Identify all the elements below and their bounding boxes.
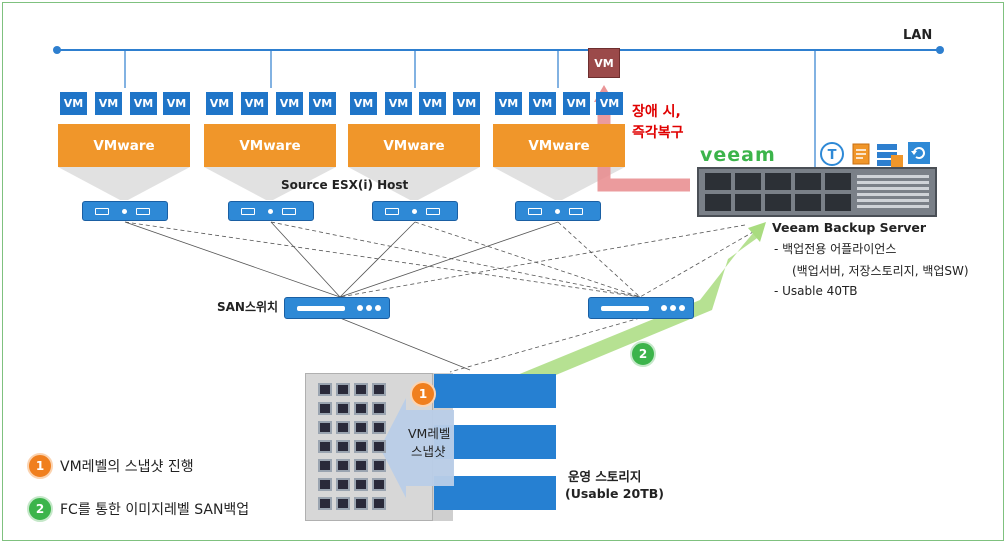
vm-box: VM bbox=[596, 92, 623, 115]
legend-badge-1: 1 bbox=[27, 453, 53, 479]
snapshot-label-line1: VM레벨 bbox=[408, 426, 451, 441]
storage-volume bbox=[434, 374, 556, 408]
vmware-hypervisor: VMware bbox=[204, 124, 336, 167]
vm-box: VM bbox=[163, 92, 190, 115]
disk-drive bbox=[318, 383, 332, 396]
vm-box: VM bbox=[95, 92, 122, 115]
disk-drive bbox=[354, 402, 368, 415]
vm-box: VM bbox=[60, 92, 87, 115]
storage-capacity: (Usable 20TB) bbox=[565, 486, 664, 501]
failover-label-line2: 즉각복구 bbox=[632, 125, 684, 141]
vm-box: VM bbox=[309, 92, 336, 115]
disk-drive bbox=[354, 478, 368, 491]
disk-drive bbox=[372, 421, 386, 434]
vmware-hypervisor: VMware bbox=[58, 124, 190, 167]
disk-drive bbox=[372, 383, 386, 396]
storage-title: 운영 스토리지 bbox=[568, 469, 642, 484]
recovered-vm: VM bbox=[588, 48, 620, 78]
vm-box: VM bbox=[130, 92, 157, 115]
vm-box: VM bbox=[563, 92, 590, 115]
esx-host-server bbox=[228, 201, 314, 221]
step-badge-2: 2 bbox=[630, 341, 656, 367]
disk-drive bbox=[336, 478, 350, 491]
lan-label: LAN bbox=[903, 28, 933, 43]
vm-box: VM bbox=[276, 92, 303, 115]
document-icon bbox=[852, 143, 870, 165]
user-admin-icon: T bbox=[820, 142, 844, 166]
disk-drive bbox=[372, 497, 386, 510]
disk-drive bbox=[318, 478, 332, 491]
lan-end-right bbox=[936, 46, 944, 54]
legend-badge-2: 2 bbox=[27, 496, 53, 522]
disk-drive bbox=[336, 459, 350, 472]
esx-host-server bbox=[82, 201, 168, 221]
vm-box: VM bbox=[241, 92, 268, 115]
vmware-hypervisor: VMware bbox=[348, 124, 480, 167]
disk-drive bbox=[318, 497, 332, 510]
disk-drive bbox=[336, 383, 350, 396]
disk-drive bbox=[354, 383, 368, 396]
storage-stack-icon bbox=[877, 144, 903, 167]
disk-drive bbox=[318, 421, 332, 434]
esx-host-server bbox=[515, 201, 601, 221]
disk-drive bbox=[318, 440, 332, 453]
backup-server-bullet: - 백업전용 어플라이언스 bbox=[774, 242, 897, 256]
storage-volume bbox=[434, 425, 556, 459]
storage-volume bbox=[434, 476, 556, 510]
disk-drive bbox=[354, 459, 368, 472]
failover-label-line1: 장애 시, bbox=[632, 104, 681, 120]
vm-box: VM bbox=[350, 92, 377, 115]
legend-text-1: VM레벨의 스냅샷 진행 bbox=[60, 459, 194, 475]
disk-drive bbox=[318, 459, 332, 472]
disk-drive bbox=[336, 421, 350, 434]
disk-drive bbox=[318, 402, 332, 415]
disk-drive bbox=[336, 440, 350, 453]
veeam-logo: veeam bbox=[700, 144, 776, 166]
vm-box: VM bbox=[453, 92, 480, 115]
legend-text-2: FC를 통한 이미지레벨 SAN백업 bbox=[60, 502, 250, 518]
vm-box: VM bbox=[529, 92, 556, 115]
vmware-hypervisor: VMware bbox=[493, 124, 625, 167]
backup-server-title: Veeam Backup Server bbox=[772, 220, 927, 235]
disk-drive bbox=[372, 478, 386, 491]
san-switch-left bbox=[284, 297, 390, 319]
disk-drive bbox=[336, 402, 350, 415]
disk-drive bbox=[336, 497, 350, 510]
disk-drive bbox=[372, 459, 386, 472]
san-switch-label: SAN스위치 bbox=[217, 300, 279, 314]
lan-end-left bbox=[53, 46, 61, 54]
esx-host-server bbox=[372, 201, 458, 221]
disk-drive bbox=[354, 421, 368, 434]
disk-drive bbox=[372, 440, 386, 453]
vm-box: VM bbox=[206, 92, 233, 115]
snapshot-label-line2: 스냅샷 bbox=[411, 444, 446, 459]
disk-drive bbox=[354, 440, 368, 453]
san-switch-right bbox=[588, 297, 694, 319]
disk-drive bbox=[354, 497, 368, 510]
snapshot-arrow bbox=[380, 398, 454, 498]
vm-box: VM bbox=[419, 92, 446, 115]
backup-server-bullet: - Usable 40TB bbox=[774, 284, 858, 298]
vm-box: VM bbox=[385, 92, 412, 115]
refresh-icon bbox=[908, 142, 930, 164]
step-badge-1: 1 bbox=[410, 381, 436, 407]
svg-text:T: T bbox=[828, 148, 837, 163]
backup-server-bullet: (백업서버, 저장스토리지, 백업SW) bbox=[792, 264, 969, 278]
backup-server-rack bbox=[697, 167, 937, 217]
source-host-label: Source ESX(i) Host bbox=[281, 178, 409, 192]
vm-box: VM bbox=[495, 92, 522, 115]
disk-drive bbox=[372, 402, 386, 415]
